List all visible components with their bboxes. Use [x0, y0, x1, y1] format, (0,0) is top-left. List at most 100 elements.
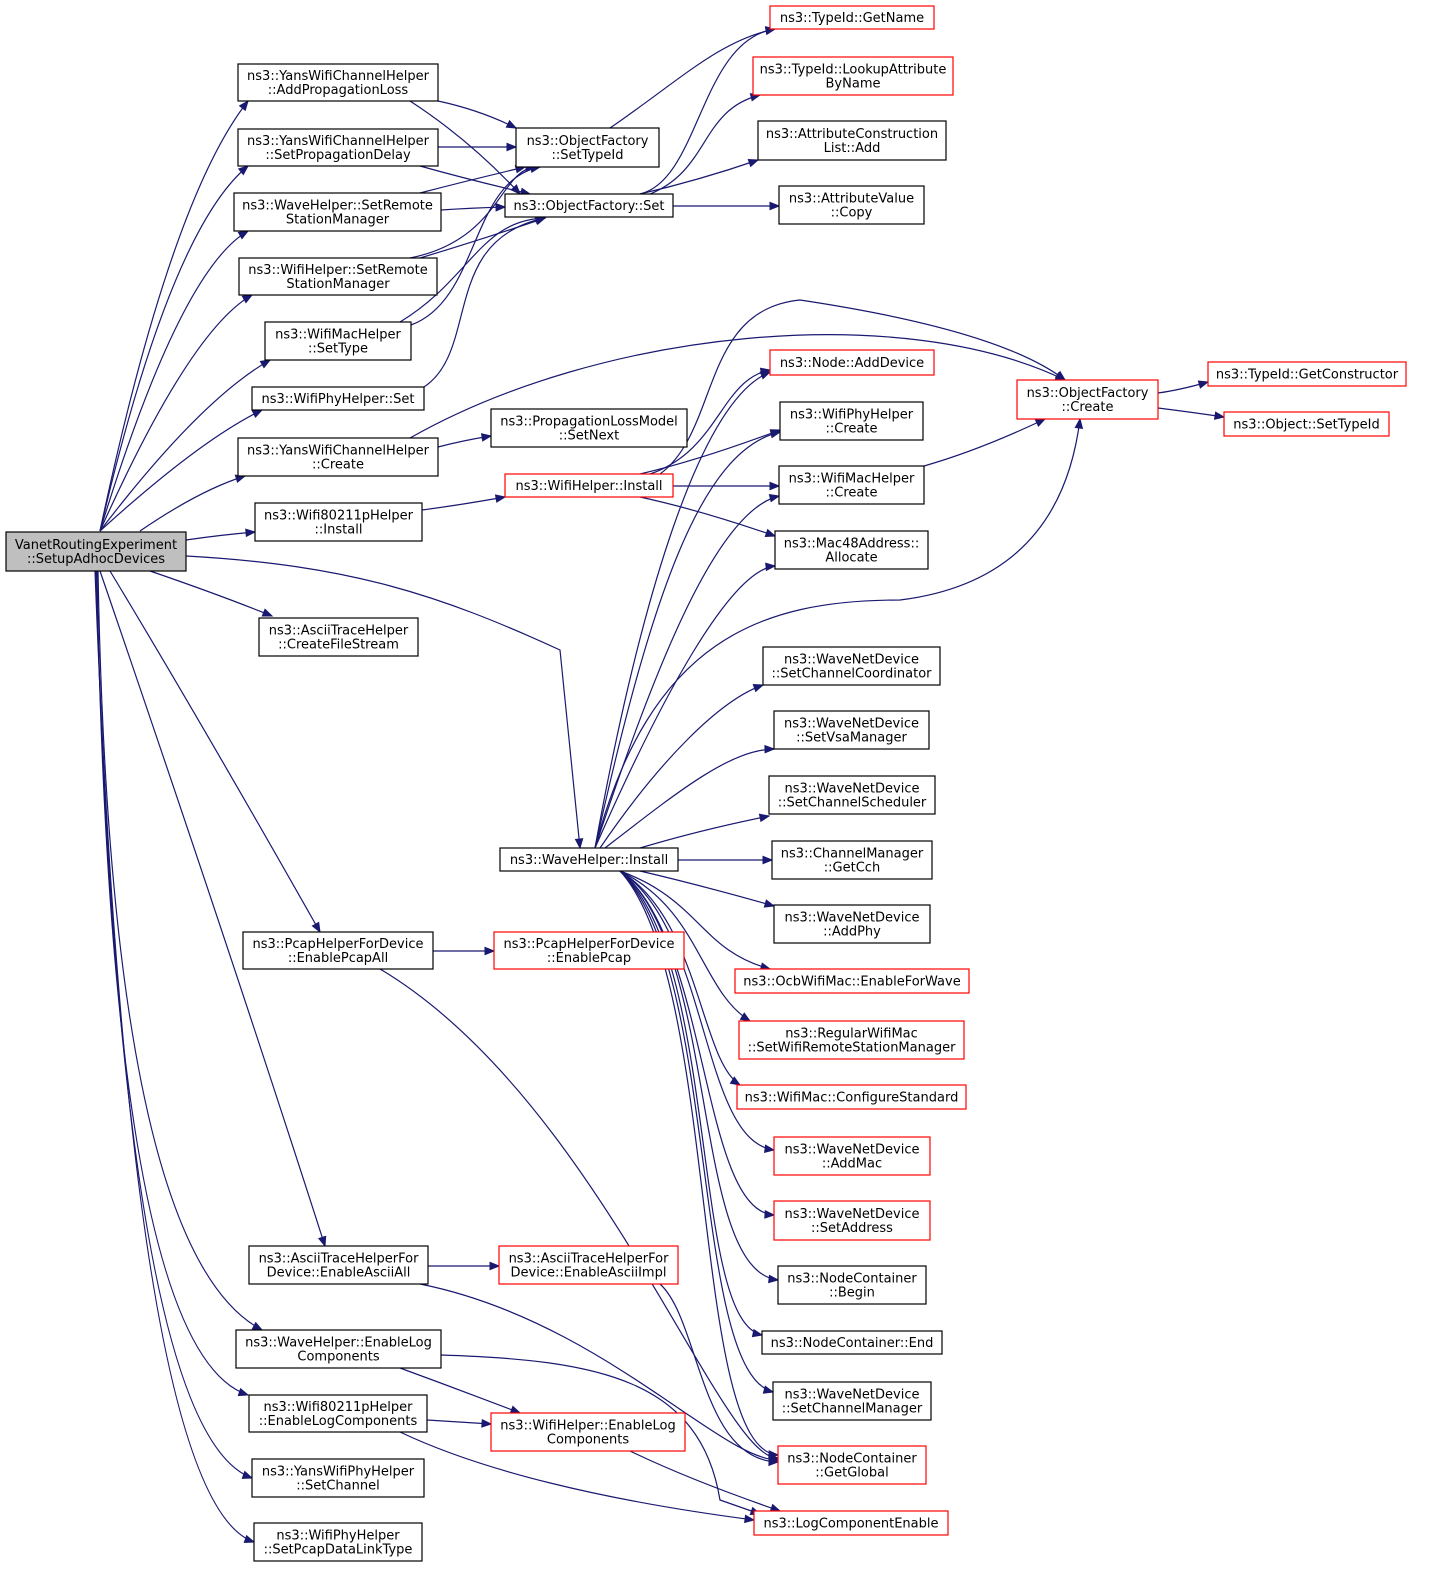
- node-box: [253, 1522, 423, 1562]
- graph-node-yansCreate[interactable]: ns3::YansWifiChannelHelper::Create: [237, 437, 439, 477]
- node-label-line: ns3::Object::SetTypeId: [1233, 418, 1379, 433]
- node-label-line: ns3::NodeContainer: [787, 1452, 917, 1467]
- node-box: [254, 502, 423, 542]
- graph-node-pcapEnableAll[interactable]: ns3::PcapHelperForDevice::EnablePcapAll: [242, 931, 434, 970]
- edge-arrowhead: [311, 921, 321, 934]
- edge-root-to-yansPhySetChannel: [95, 570, 254, 1479]
- graph-node-objSetTypeId[interactable]: ns3::Object::SetTypeId: [1223, 411, 1390, 437]
- edge-ofCreate-to-objSetTypeId: [1157, 407, 1226, 420]
- edge-line: [604, 748, 775, 849]
- edge-arrowhead: [317, 1235, 327, 1248]
- edge-asciiEnableAll-to-asciiEnableImpl: [428, 1261, 501, 1271]
- graph-node-yansAddProp[interactable]: ns3::YansWifiChannelHelper::AddPropagati…: [237, 63, 439, 102]
- graph-node-ocbEnableWave[interactable]: ns3::OcbWifiMac::EnableForWave: [734, 968, 970, 994]
- edge-arrowhead: [484, 946, 496, 956]
- graph-node-wndSetChanCoord[interactable]: ns3::WaveNetDevice::SetChannelCoordinato…: [762, 646, 941, 686]
- node-box: [248, 1394, 428, 1433]
- node-label-line: ::SetPcapDataLinkType: [264, 1543, 413, 1558]
- node-label-line: ns3::WifiMac::ConfigureStandard: [745, 1091, 959, 1106]
- graph-node-ncEnd[interactable]: ns3::NodeContainer::End: [761, 1330, 943, 1355]
- edge-line: [440, 206, 506, 211]
- node-box: [773, 1200, 931, 1241]
- graph-node-wifiEnableLog[interactable]: ns3::WifiHelper::EnableLogComponents: [490, 1412, 686, 1452]
- graph-node-wifiMacConfStd[interactable]: ns3::WifiMac::ConfigureStandard: [736, 1084, 967, 1110]
- graph-node-wifiPhySetPcap[interactable]: ns3::WifiPhyHelper::SetPcapDataLinkType: [253, 1522, 423, 1562]
- graph-node-propLossSetNext[interactable]: ns3::PropagationLossModel::SetNext: [490, 408, 688, 448]
- edge-line: [619, 870, 771, 970]
- edge-arrowhead: [758, 813, 771, 823]
- node-label-line: ns3::NodeContainer: [787, 1272, 917, 1287]
- graph-node-nodeAddDevice[interactable]: ns3::Node::AddDevice: [769, 349, 935, 376]
- edge-arrowhead: [764, 744, 776, 754]
- node-box: [258, 617, 419, 657]
- node-label-line: List::Add: [824, 141, 881, 156]
- graph-node-mac48Alloc[interactable]: ns3::Mac48Address::Allocate: [774, 530, 929, 570]
- node-label-line: ::AddPropagationLoss: [268, 83, 409, 98]
- node-box: [1016, 379, 1159, 420]
- graph-node-wifi80211pEnableLog[interactable]: ns3::Wifi80211pHelper::EnableLogComponen…: [248, 1394, 428, 1433]
- graph-node-wifi80211pInstall[interactable]: ns3::Wifi80211pHelper::Install: [254, 502, 423, 542]
- edge-arrowhead: [762, 855, 774, 865]
- graph-node-wifiInstall[interactable]: ns3::WifiHelper::Install: [504, 473, 674, 498]
- node-label-line: ::SetTypeId: [551, 148, 623, 163]
- graph-node-wifiMacCreate[interactable]: ns3::WifiMacHelper::Create: [778, 465, 925, 505]
- edge-line: [619, 870, 751, 1022]
- graph-node-wndAddPhy[interactable]: ns3::WaveNetDevice::AddPhy: [773, 904, 931, 944]
- graph-node-chanMgrGetCch[interactable]: ns3::ChannelManager::GetCch: [771, 840, 933, 880]
- edge-line: [440, 1354, 761, 1515]
- graph-node-yansPhySetChannel[interactable]: ns3::YansWifiPhyHelper::SetChannel: [251, 1458, 425, 1498]
- graph-node-wndSetChanSched[interactable]: ns3::WaveNetDevice::SetChannelScheduler: [768, 775, 936, 815]
- graph-node-regSetRemote[interactable]: ns3::RegularWifiMac::SetWifiRemoteStatio…: [738, 1020, 965, 1060]
- node-label-line: Device::EnableAsciiAll: [267, 1266, 411, 1281]
- edge-line: [96, 570, 249, 1396]
- edge-arrowhead: [1034, 418, 1047, 428]
- graph-node-asciiEnableAll[interactable]: ns3::AsciiTraceHelperForDevice::EnableAs…: [248, 1245, 429, 1285]
- graph-node-wifiPhySet[interactable]: ns3::WifiPhyHelper::Set: [251, 386, 425, 411]
- graph-node-asciiCreateFile[interactable]: ns3::AsciiTraceHelper::CreateFileStream: [258, 617, 419, 657]
- graph-node-wndSetChanMgr[interactable]: ns3::WaveNetDevice::SetChannelManager: [772, 1381, 932, 1421]
- graph-node-ofSet[interactable]: ns3::ObjectFactory::Set: [504, 193, 674, 218]
- edge-wifiInstall-to-wifiMacCreate: [673, 481, 781, 491]
- node-box: [734, 968, 970, 994]
- node-label-line: ns3::WaveHelper::Install: [510, 853, 668, 868]
- node-label-line: ns3::RegularWifiMac: [785, 1027, 918, 1042]
- graph-node-wifiMacSetType[interactable]: ns3::WifiMacHelper::SetType: [264, 321, 412, 361]
- edge-line: [399, 1367, 521, 1414]
- node-box: [490, 408, 688, 448]
- edge-wifiPhySet-to-ofSet: [423, 215, 547, 388]
- graph-node-wndAddMac[interactable]: ns3::WaveNetDevice::AddMac: [773, 1136, 931, 1176]
- graph-node-ncGetGlobal[interactable]: ns3::NodeContainer::GetGlobal: [777, 1445, 927, 1485]
- graph-node-typeIdGetName[interactable]: ns3::TypeId::GetName: [769, 5, 935, 30]
- graph-node-root[interactable]: VanetRoutingExperiment::SetupAdhocDevice…: [5, 531, 187, 572]
- graph-node-waveInstall[interactable]: ns3::WaveHelper::Install: [499, 847, 679, 872]
- graph-node-ofSetTypeId[interactable]: ns3::ObjectFactory::SetTypeId: [515, 127, 660, 168]
- edge-line: [639, 28, 776, 195]
- graph-node-typeIdGetCtor[interactable]: ns3::TypeId::GetConstructor: [1207, 361, 1407, 387]
- graph-node-wifiPhyCreate[interactable]: ns3::WifiPhyHelper::Create: [779, 401, 924, 441]
- graph-node-ncBegin[interactable]: ns3::NodeContainer::Begin: [777, 1265, 927, 1305]
- node-label-line: ns3::Wifi80211pHelper: [264, 1400, 414, 1415]
- graph-node-pcapEnablePcap[interactable]: ns3::PcapHelperForDevice::EnablePcap: [493, 931, 685, 970]
- graph-node-logCompEnable[interactable]: ns3::LogComponentEnable: [753, 1510, 949, 1536]
- graph-node-yansSetDelay[interactable]: ns3::YansWifiChannelHelper::SetPropagati…: [237, 128, 439, 167]
- edge-waveInstall-to-wifiMacConfStd: [619, 870, 742, 1086]
- graph-node-attrValCopy[interactable]: ns3::AttributeValue::Copy: [778, 185, 925, 225]
- node-label-line: ::SetChannelScheduler: [778, 796, 927, 811]
- graph-node-asciiEnableImpl[interactable]: ns3::AsciiTraceHelperForDevice::EnableAs…: [498, 1245, 679, 1285]
- node-label-line: Components: [297, 1350, 379, 1365]
- graph-node-wndSetVsa[interactable]: ns3::WaveNetDevice::SetVsaManager: [773, 710, 930, 750]
- edge-arrowhead: [241, 294, 254, 304]
- node-label-line: ::GetCch: [824, 861, 880, 876]
- node-label-line: ::CreateFileStream: [278, 638, 399, 653]
- graph-node-ofCreate[interactable]: ns3::ObjectFactory::Create: [1016, 379, 1159, 420]
- graph-node-wndSetAddress[interactable]: ns3::WaveNetDevice::SetAddress: [773, 1200, 931, 1241]
- edge-root-to-wifiSetRemote: [99, 294, 254, 532]
- edge-line: [139, 475, 246, 532]
- node-label-line: ns3::WifiPhyHelper::Set: [261, 392, 414, 407]
- graph-node-waveEnableLog[interactable]: ns3::WaveHelper::EnableLogComponents: [235, 1329, 442, 1369]
- edge-line: [1157, 407, 1225, 418]
